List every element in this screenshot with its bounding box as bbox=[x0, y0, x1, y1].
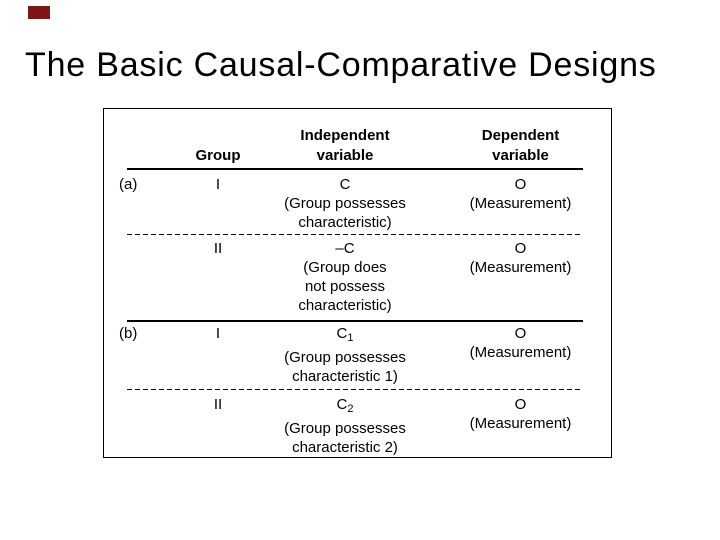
iv-symbol-subscript: 2 bbox=[347, 403, 354, 415]
iv-description-line: characteristic) bbox=[298, 297, 392, 314]
iv-symbol: –C bbox=[335, 240, 355, 257]
design-label: (a) bbox=[119, 176, 138, 193]
iv-symbol-subscript: 1 bbox=[347, 332, 354, 344]
dv-symbol: O bbox=[514, 176, 527, 193]
table-row: (b) I C1 (Group possesses characteristic… bbox=[104, 324, 611, 386]
dashed-divider bbox=[127, 234, 583, 235]
group-cell: II bbox=[213, 396, 223, 413]
group-cell: I bbox=[215, 325, 221, 342]
header-independent-variable: Independent variable bbox=[260, 126, 430, 166]
dv-symbol: O bbox=[514, 396, 527, 413]
table-row: II C2 (Group possesses characteristic 2)… bbox=[104, 395, 611, 457]
header-line: Independent bbox=[300, 127, 390, 144]
header-dependent-variable: Dependent variable bbox=[430, 126, 611, 166]
iv-description-line: not possess bbox=[304, 278, 386, 295]
dependent-variable-cell: O (Measurement) bbox=[430, 395, 611, 457]
page-title: The Basic Causal-Comparative Designs bbox=[25, 46, 657, 84]
iv-symbol: C2 bbox=[260, 395, 430, 419]
independent-variable-cell: C2 (Group possesses characteristic 2) bbox=[260, 395, 430, 457]
dv-symbol: O bbox=[514, 240, 527, 257]
iv-description-line: characteristic 1) bbox=[292, 368, 398, 385]
iv-symbol: C bbox=[339, 176, 351, 193]
design-table: Group Independent variable Dependent var… bbox=[103, 108, 612, 458]
table-row: II –C (Group does not possess characteri… bbox=[104, 239, 611, 315]
iv-symbol: C1 bbox=[260, 324, 430, 348]
design-label-empty bbox=[104, 395, 176, 457]
dv-description-line: (Measurement) bbox=[469, 344, 572, 361]
header-line: Dependent bbox=[481, 127, 560, 144]
group-cell: I bbox=[215, 176, 221, 193]
dv-description-line: (Measurement) bbox=[469, 259, 572, 276]
header-line: variable bbox=[316, 147, 374, 164]
iv-symbol-base: C bbox=[336, 396, 348, 413]
iv-description-line: characteristic 2) bbox=[292, 439, 398, 456]
design-label-empty bbox=[104, 239, 176, 315]
header-group: Group bbox=[195, 147, 241, 164]
independent-variable-cell: C (Group possesses characteristic) bbox=[260, 175, 430, 232]
dependent-variable-cell: O (Measurement) bbox=[430, 324, 611, 386]
dv-symbol: O bbox=[514, 325, 527, 342]
independent-variable-cell: –C (Group does not possess characteristi… bbox=[260, 239, 430, 315]
dashed-divider bbox=[127, 389, 583, 390]
iv-description-line: (Group possesses bbox=[284, 195, 406, 212]
dv-description-line: (Measurement) bbox=[469, 195, 572, 212]
iv-symbol-base: C bbox=[336, 325, 348, 342]
iv-description-line: characteristic) bbox=[298, 214, 392, 231]
table-row: (a) I C (Group possesses characteristic)… bbox=[104, 175, 611, 232]
iv-description-line: (Group does bbox=[303, 259, 387, 276]
header-line: variable bbox=[492, 147, 549, 164]
header-divider bbox=[127, 168, 583, 170]
table-header-row: Group Independent variable Dependent var… bbox=[104, 109, 611, 166]
independent-variable-cell: C1 (Group possesses characteristic 1) bbox=[260, 324, 430, 386]
dependent-variable-cell: O (Measurement) bbox=[430, 239, 611, 315]
slide-accent-mark bbox=[28, 6, 50, 19]
iv-description-line: (Group possesses bbox=[284, 349, 406, 366]
dependent-variable-cell: O (Measurement) bbox=[430, 175, 611, 232]
section-divider bbox=[127, 320, 583, 322]
dv-description-line: (Measurement) bbox=[469, 415, 572, 432]
group-cell: II bbox=[213, 240, 223, 257]
iv-description-line: (Group possesses bbox=[284, 420, 406, 437]
design-label: (b) bbox=[119, 325, 138, 342]
